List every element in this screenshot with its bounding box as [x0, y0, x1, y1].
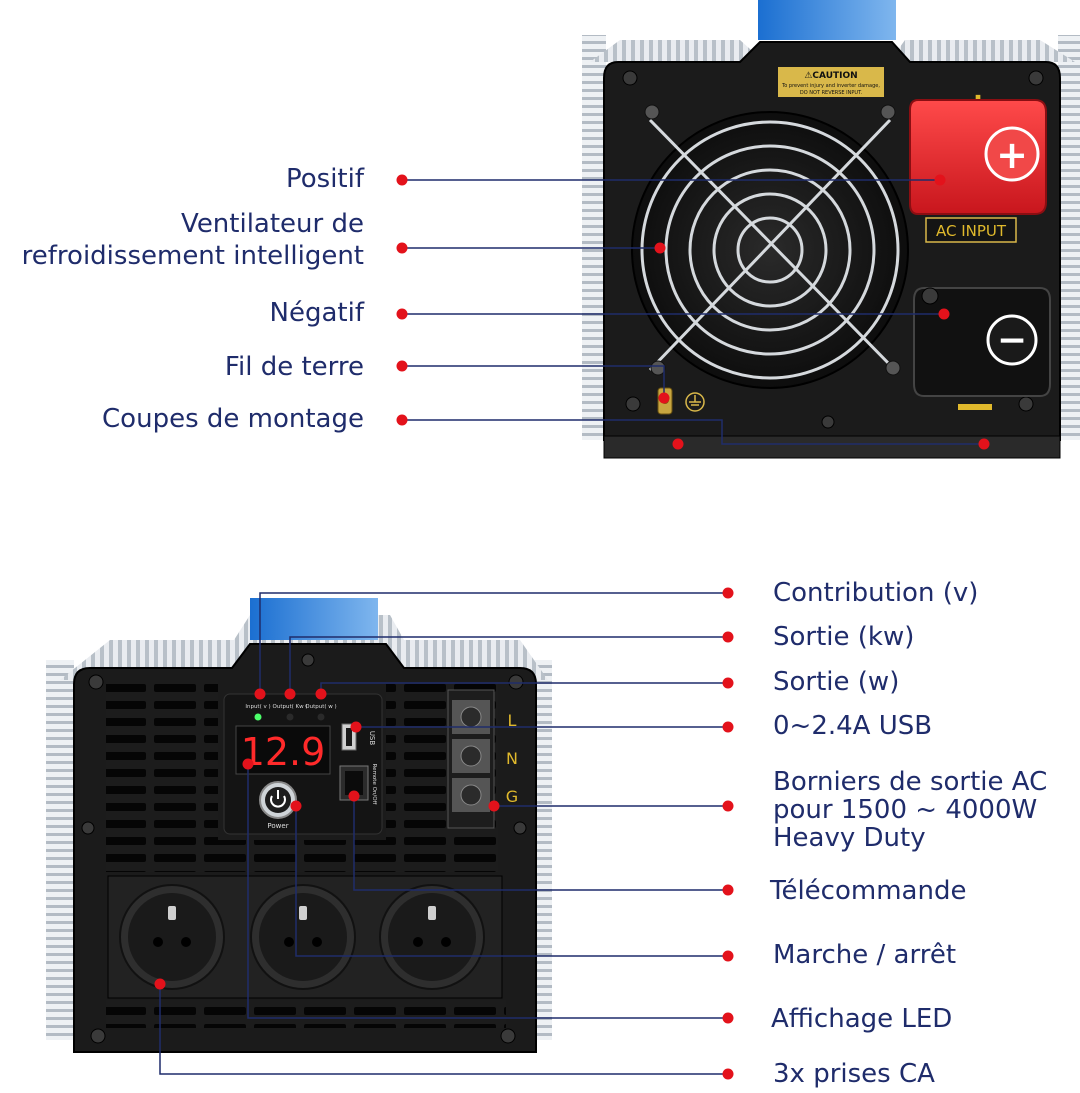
- label-terminals-line2: pour 1500 ~ 4000W: [773, 795, 1038, 825]
- top-fins-left: [582, 35, 606, 440]
- label-terminals-line3: Heavy Duty: [773, 823, 926, 853]
- indicator-w-led: [317, 713, 325, 721]
- bottom-brand-strip: [250, 598, 378, 640]
- label-terminals-line1: Borniers de sortie AC: [773, 767, 1048, 797]
- leader-ground: [402, 365, 665, 398]
- positive-cap-sign: +: [996, 133, 1028, 177]
- caution-title: ⚠CAUTION: [804, 71, 857, 81]
- label-output-w: Sortie (w): [773, 667, 900, 697]
- positive-terminal: + +: [909, 84, 1047, 215]
- indicator-kw-led: [286, 713, 294, 721]
- ac-outlets: [107, 875, 503, 999]
- leader-led: [247, 764, 728, 1019]
- negative-gold-bar: [958, 404, 992, 410]
- top-dots: [396, 174, 990, 450]
- leader-remote: [353, 796, 728, 891]
- remote-tag: Remote On/Off: [371, 764, 377, 805]
- label-led-display: Affichage LED: [771, 1004, 953, 1034]
- bottom-inverter: Input( v ) Output( Kw ) Output( w ) 12.9…: [46, 598, 552, 1053]
- leader-outlets: [159, 984, 728, 1075]
- bottom-screws: [81, 653, 527, 1044]
- bottom-dots: [154, 587, 734, 1080]
- indicator-input-label: Input( v ): [245, 704, 270, 710]
- negative-terminal: −: [913, 287, 1051, 397]
- ac-outlet-3: [379, 884, 485, 990]
- leader-input-v: [259, 592, 728, 694]
- top-mounting-foot: [603, 435, 1061, 459]
- ac-input-plate: [925, 217, 1017, 243]
- label-fan-line2: refroidissement intelligent: [21, 241, 364, 271]
- top-brand-strip: [758, 0, 896, 40]
- label-mounting: Coupes de montage: [102, 404, 364, 434]
- top-inverter: ⚠CAUTION To prevent injury and inverter …: [582, 0, 1080, 459]
- label-output-kw: Sortie (kw): [773, 622, 915, 652]
- usb-tag: USB: [368, 731, 376, 746]
- label-usb: 0~2.4A USB: [773, 711, 933, 741]
- led-display-value: 12.9: [241, 730, 326, 774]
- ac-terminal-block: [447, 689, 495, 829]
- label-remote: Télécommande: [770, 876, 967, 906]
- caution-line2: DO NOT REVERSE INPUT.: [800, 90, 863, 96]
- power-button[interactable]: [259, 781, 297, 819]
- power-tag: Power: [267, 822, 288, 830]
- indicator-input-led: [254, 713, 262, 721]
- cooling-fan: [631, 104, 909, 389]
- label-outlets: 3x prises CA: [773, 1059, 935, 1089]
- top-fins-upper: [590, 40, 1075, 62]
- label-input-v: Contribution (v): [773, 578, 979, 608]
- terminal-l: L: [508, 711, 517, 730]
- terminal-g: G: [506, 787, 518, 806]
- ac-outlet-2: [250, 884, 356, 990]
- vent-bottom-strip: [106, 1000, 506, 1028]
- top-leader-lines: [402, 179, 984, 445]
- label-negative: Négatif: [269, 298, 364, 328]
- caution-label: [778, 67, 884, 97]
- label-ground: Fil de terre: [224, 352, 364, 382]
- leader-mounting: [402, 419, 984, 445]
- label-fan-line1: Ventilateur de: [181, 209, 364, 239]
- leader-power: [295, 806, 728, 957]
- indicator-kw-label: Output( Kw ): [273, 704, 308, 710]
- caution-line1: To prevent injury and inverter damage,: [781, 83, 880, 89]
- bottom-leader-lines: [159, 592, 728, 1075]
- label-positive: Positif: [286, 164, 364, 194]
- bottom-fins-left: [46, 660, 74, 1040]
- vent-grille-left: [106, 680, 218, 872]
- vent-grille-low: [218, 840, 498, 872]
- leader-output-kw: [289, 636, 728, 694]
- negative-cap-sign: −: [997, 320, 1027, 361]
- terminal-n: N: [506, 749, 518, 768]
- label-power-onoff: Marche / arrêt: [773, 940, 957, 970]
- top-fins-right: [1058, 35, 1080, 440]
- remote-port-inner: [345, 771, 363, 795]
- ac-outlet-1: [119, 884, 225, 990]
- indicator-w-label: Output( w ): [305, 704, 336, 710]
- ac-input-label: AC INPUT: [936, 222, 1007, 240]
